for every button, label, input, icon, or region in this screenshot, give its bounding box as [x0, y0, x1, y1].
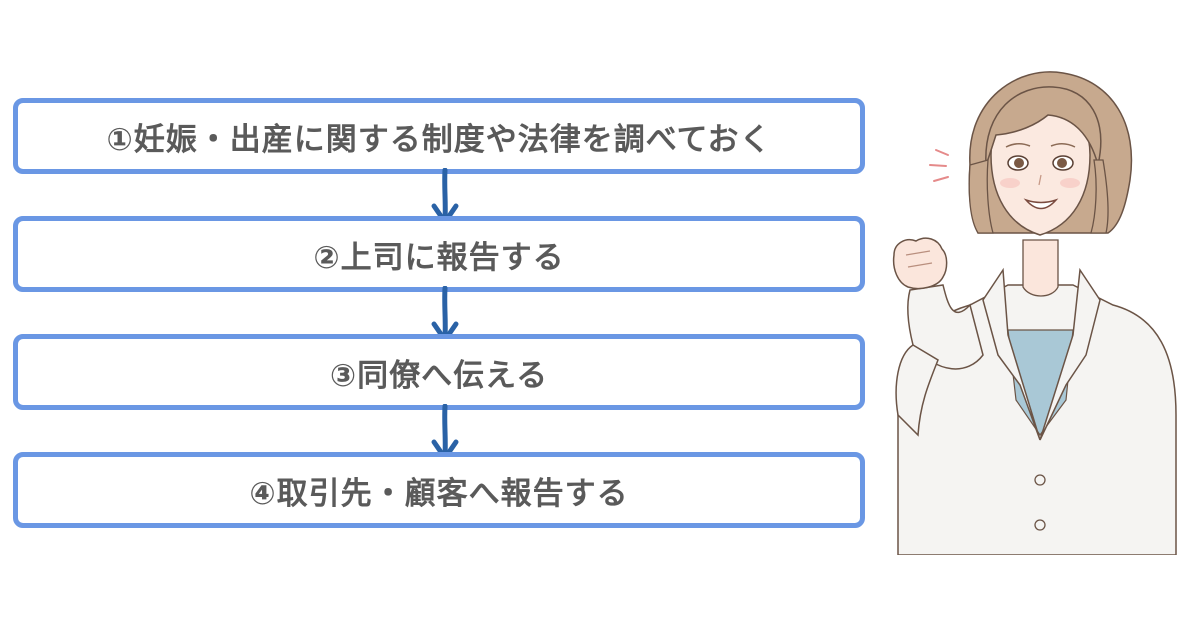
flow-step-3: ③同僚へ伝える: [13, 334, 865, 410]
fist-icon: [892, 237, 948, 290]
flow-step-1-label: ①妊娠・出産に関する制度や法律を調べておく: [106, 121, 772, 158]
flow-step-4-label: ④取引先・顧客へ報告する: [249, 475, 629, 512]
flow-step-4: ④取引先・顧客へ報告する: [13, 452, 865, 528]
flow-step-1: ①妊娠・出産に関する制度や法律を調べておく: [13, 98, 865, 174]
flow-step-3-label: ③同僚へ伝える: [329, 357, 549, 394]
flow-step-2: ②上司に報告する: [13, 216, 865, 292]
excitement-marks-icon: [929, 149, 949, 182]
eyes: [1005, 143, 1076, 171]
businesswoman-illustration: [892, 71, 1177, 555]
flow-step-2-label: ②上司に報告する: [313, 239, 565, 276]
